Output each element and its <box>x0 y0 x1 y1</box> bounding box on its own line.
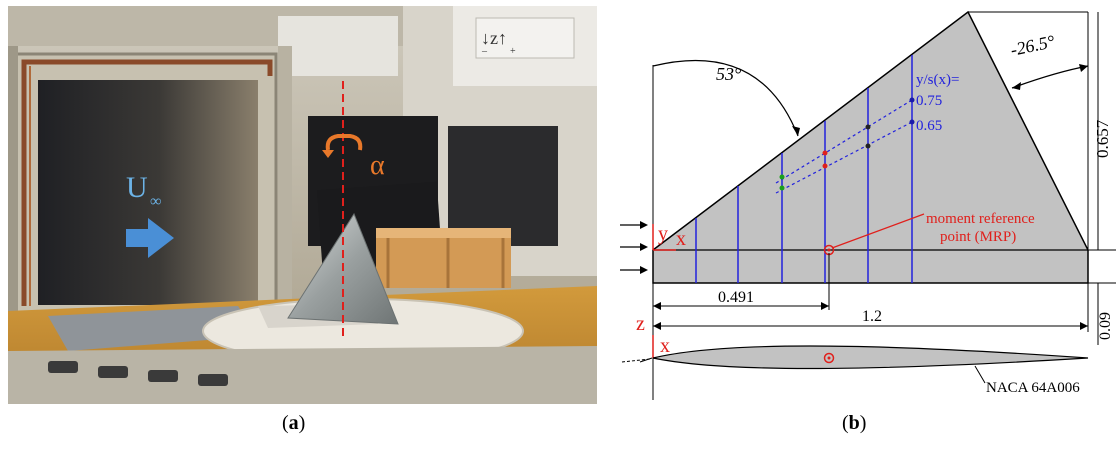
x-axis-label-top: x <box>676 228 686 250</box>
span-section-075: 0.75 <box>916 93 942 109</box>
mrp-marker-side <box>823 352 835 364</box>
photo-z-plus: + <box>510 46 516 57</box>
photo-z-minus: – <box>481 46 488 57</box>
caption-b: (b) <box>842 412 866 435</box>
caption-a: (a) <box>282 412 305 435</box>
freestream-label: U <box>126 171 148 204</box>
mrp-leader <box>831 213 925 249</box>
mrp-label-line2: point (MRP) <box>940 229 1016 245</box>
wing-schematic: y/s(x)= 0.75 0.65 53° -26.5° 0.657 y x <box>600 0 1116 445</box>
photo-z-axis-label: ↓z↑ <box>481 28 507 48</box>
caption-a-letter: a <box>288 412 299 434</box>
alpha-label: α <box>370 150 385 181</box>
flow-direction-arrow <box>126 218 174 258</box>
y-axis-label: y <box>658 223 668 245</box>
caption-b-close: ) <box>859 412 867 434</box>
caption-a-open: ( <box>282 412 289 434</box>
pitch-rotation-arrow <box>325 134 363 151</box>
span-height-dim: 0.657 <box>1093 119 1112 158</box>
section-stations <box>695 55 913 283</box>
caption-b-open: ( <box>842 412 849 434</box>
wing-schematic-graphic: y/s(x)= 0.75 0.65 53° -26.5° 0.657 y x <box>620 10 1116 400</box>
caption-b-letter: b <box>848 412 860 434</box>
le-sweep-angle: 53° <box>716 64 741 84</box>
z-axis-label: z <box>636 313 645 335</box>
span-section-label: y/s(x)= <box>916 72 959 88</box>
chord-dimension: 1.2 <box>862 308 882 325</box>
te-angle-arc <box>1011 65 1089 89</box>
le-angle-arc <box>652 59 799 137</box>
section-guidelines <box>775 99 913 194</box>
freestream-subscript: ∞ <box>150 193 161 210</box>
mrp-label-line1: moment reference <box>926 211 1035 227</box>
x-axis-label-side: x <box>660 335 670 357</box>
thickness-dimension: 0.09 <box>1097 312 1114 340</box>
caption-a-close: ) <box>298 412 306 434</box>
te-sweep-angle: -26.5° <box>1009 31 1057 60</box>
wind-tunnel-photo-graphic: ↓z↑ – + U ∞ α <box>8 6 597 404</box>
airfoil-section <box>652 345 1089 370</box>
airfoil-label: NACA 64A006 <box>986 380 1080 396</box>
pressure-taps <box>779 97 915 191</box>
mrp-dimension: 0.491 <box>718 289 754 306</box>
span-section-065: 0.65 <box>916 118 942 134</box>
wind-tunnel-photo: ↓z↑ – + U ∞ α <box>8 6 597 404</box>
